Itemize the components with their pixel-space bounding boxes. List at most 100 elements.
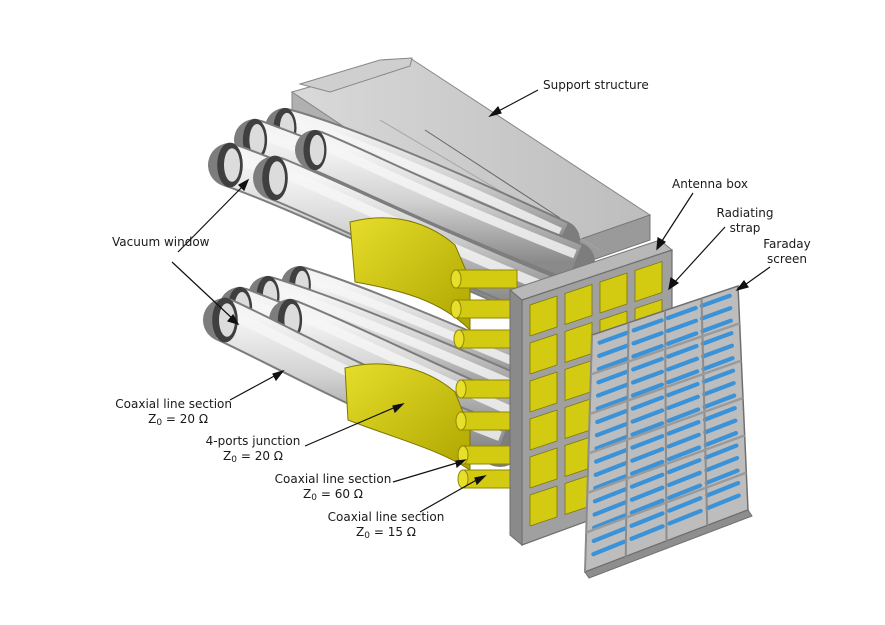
faraday-bar bbox=[630, 382, 665, 398]
faraday-bar bbox=[593, 461, 628, 477]
faraday-bar bbox=[631, 369, 664, 385]
upper-window-face bbox=[309, 134, 325, 166]
coax-15-impedance: Z0 = 15 Ω bbox=[323, 525, 449, 544]
vacuum-window-label: Vacuum window bbox=[112, 235, 210, 249]
coax-20-z-prefix: Z bbox=[148, 412, 157, 426]
faraday-bar bbox=[702, 406, 737, 422]
radiating-strap bbox=[529, 333, 558, 375]
upper-window-face bbox=[249, 124, 265, 156]
coax-stub bbox=[454, 299, 518, 319]
faraday-bar bbox=[597, 330, 630, 345]
junction-z-prefix: Z bbox=[223, 449, 232, 463]
faraday-bar bbox=[595, 408, 629, 425]
faraday-bar bbox=[704, 455, 740, 473]
faraday-bar bbox=[701, 343, 735, 359]
coax-15-title: Coaxial line section bbox=[327, 510, 445, 524]
faraday-bar bbox=[701, 356, 735, 372]
faraday-bar bbox=[702, 393, 737, 410]
faraday-bar bbox=[704, 468, 740, 485]
faraday-bar bbox=[594, 448, 628, 464]
faraday-screen-line2: screen bbox=[767, 252, 807, 266]
coax-15-z-sub: 0 bbox=[364, 531, 371, 541]
faraday-bar bbox=[594, 421, 629, 438]
faraday-bar bbox=[701, 368, 736, 384]
faraday-bar bbox=[631, 343, 664, 359]
faraday-bar bbox=[597, 343, 630, 358]
coax-15-z-prefix: Z bbox=[356, 525, 365, 539]
faraday-bar bbox=[700, 331, 734, 346]
coax-stub-end bbox=[450, 299, 462, 319]
lower-window-face bbox=[219, 303, 235, 337]
faraday-bar bbox=[705, 493, 741, 511]
faraday-bar bbox=[703, 418, 738, 435]
junction-impedance: Z0 = 20 Ω bbox=[198, 449, 308, 468]
lower-tube-highlight bbox=[288, 307, 542, 428]
antenna-box-label: Antenna box bbox=[672, 177, 748, 191]
faraday-bar bbox=[631, 356, 664, 372]
faraday-bar bbox=[703, 431, 739, 448]
lower-tube-highlight bbox=[298, 273, 542, 377]
faraday-bar bbox=[666, 394, 700, 411]
faraday-bar bbox=[703, 443, 739, 460]
radiating-strap bbox=[529, 295, 558, 337]
coax-stub-end bbox=[450, 269, 462, 289]
faraday-bar bbox=[631, 318, 664, 333]
faraday-bar bbox=[629, 472, 665, 489]
junction-z-sub: 0 bbox=[231, 455, 238, 465]
coax-20-impedance: Z0 = 20 Ω bbox=[100, 412, 232, 431]
coax-20-z-value: = 20 Ω bbox=[162, 412, 208, 426]
faraday-bar bbox=[596, 369, 630, 385]
faraday-bar bbox=[592, 513, 628, 530]
faraday-screen bbox=[584, 284, 753, 579]
faraday-bar bbox=[666, 432, 701, 449]
faraday-bar bbox=[666, 381, 700, 398]
faraday-bar bbox=[699, 293, 732, 308]
faraday-bar bbox=[630, 459, 665, 476]
support-structure-label: Support structure bbox=[543, 78, 649, 92]
faraday-bar bbox=[629, 524, 665, 541]
faraday-bar bbox=[592, 500, 628, 517]
faraday-bar bbox=[702, 381, 736, 397]
faraday-bar bbox=[667, 496, 703, 513]
faraday-bar bbox=[667, 483, 703, 500]
faraday-bar bbox=[596, 356, 630, 372]
faraday-bars bbox=[584, 293, 747, 573]
faraday-row-divider bbox=[589, 359, 742, 416]
upper-tube-highlight bbox=[283, 115, 562, 237]
faraday-bar bbox=[666, 356, 700, 372]
faraday-bar bbox=[630, 395, 665, 411]
faraday-bar bbox=[630, 434, 665, 450]
upper-window-face bbox=[224, 148, 240, 182]
radiating-strap bbox=[529, 371, 558, 413]
faraday-bar bbox=[666, 420, 701, 436]
faraday-bar bbox=[666, 407, 701, 423]
faraday-bar bbox=[665, 305, 698, 321]
faraday-bar bbox=[630, 446, 665, 463]
faraday-bar bbox=[591, 539, 627, 557]
faraday-row-divider bbox=[588, 396, 744, 455]
faraday-bar bbox=[666, 369, 700, 385]
coax-60-z-sub: 0 bbox=[311, 493, 318, 503]
lower-tube bbox=[295, 268, 547, 396]
coax-stub bbox=[454, 269, 518, 289]
faraday-row-divider bbox=[585, 471, 747, 534]
faraday-bar bbox=[665, 318, 699, 334]
coax-15-label: Coaxial line section Z0 = 15 Ω bbox=[323, 510, 449, 544]
upper-tube-highlight bbox=[313, 137, 577, 259]
faraday-bar bbox=[593, 474, 628, 491]
junction-title: 4-ports junction bbox=[205, 434, 301, 448]
coax-stub-end bbox=[455, 411, 467, 431]
junction-z-value: = 20 Ω bbox=[237, 449, 283, 463]
faraday-screen-label: Faraday screen bbox=[757, 237, 817, 267]
radiating-strap bbox=[529, 447, 558, 489]
lower-tube-highlight bbox=[266, 283, 532, 397]
faraday-bar bbox=[665, 343, 699, 359]
radiating-strap-line1: Radiating bbox=[716, 206, 774, 220]
faraday-bar bbox=[665, 331, 699, 346]
faraday-bar bbox=[631, 331, 664, 346]
faraday-bar bbox=[666, 445, 702, 462]
faraday-bar bbox=[705, 480, 741, 498]
radiating-strap bbox=[564, 283, 593, 326]
coax-20-title: Coaxial line section bbox=[115, 397, 232, 411]
